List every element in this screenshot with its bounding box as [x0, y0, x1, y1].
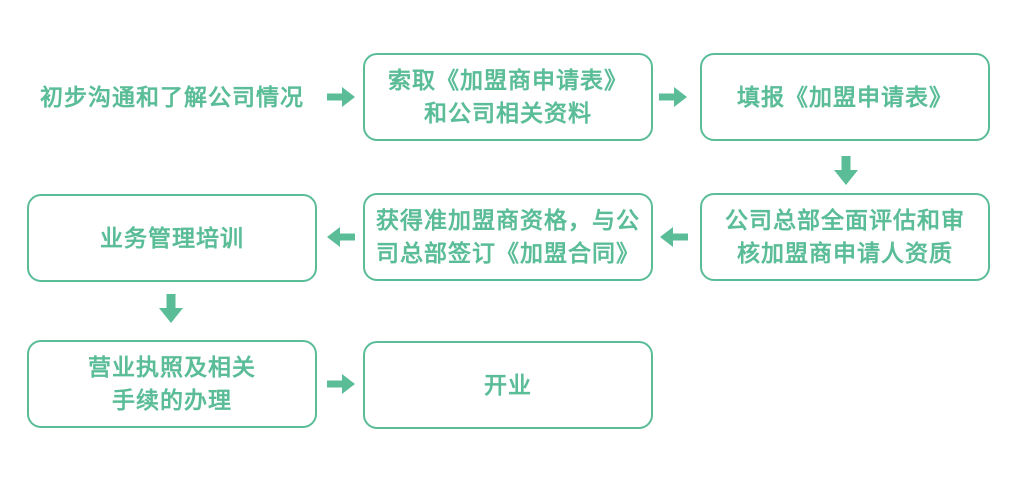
arrow-left-icon: [327, 227, 355, 247]
arrow-right-icon: [659, 87, 687, 107]
step-label: 填报《加盟申请表》: [737, 83, 953, 110]
step-label-line: 获得准加盟商资格，与公: [376, 207, 640, 233]
flow-step-business-management-training: 业务管理培训: [27, 194, 317, 282]
step-label-line: 司总部签订《加盟合同》: [376, 240, 640, 266]
flow-step-request-application-form: 索取《加盟商申请表》 和公司相关资料: [363, 53, 653, 141]
flow-step-license-and-procedures: 营业执照及相关 手续的办理: [27, 340, 317, 428]
flow-step-fill-application-form: 填报《加盟申请表》: [700, 53, 990, 141]
arrow-left-icon: [660, 227, 688, 247]
flow-step-opening: 开业: [363, 341, 653, 429]
step-label-line: 手续的办理: [112, 387, 232, 413]
step-label-line: 公司总部全面评估和审: [725, 207, 965, 233]
flow-step-qualification-sign-contract: 获得准加盟商资格，与公 司总部签订《加盟合同》: [363, 193, 653, 281]
arrow-down-icon: [834, 156, 858, 185]
step-label-line: 索取《加盟商申请表》: [388, 67, 628, 93]
arrow-down-icon: [159, 294, 183, 323]
flow-step-initial-communication: 初步沟通和了解公司情况: [27, 53, 317, 141]
step-label: 业务管理培训: [100, 224, 244, 251]
flow-step-hq-evaluation: 公司总部全面评估和审 核加盟商申请人资质: [700, 193, 990, 281]
step-label: 初步沟通和了解公司情况: [40, 83, 304, 110]
arrow-right-icon: [327, 87, 355, 107]
arrow-right-icon: [327, 374, 355, 394]
step-label-line: 核加盟商申请人资质: [737, 240, 953, 266]
step-label-line: 和公司相关资料: [424, 100, 592, 126]
step-label: 开业: [484, 371, 532, 398]
step-label-line: 营业执照及相关: [88, 354, 256, 380]
